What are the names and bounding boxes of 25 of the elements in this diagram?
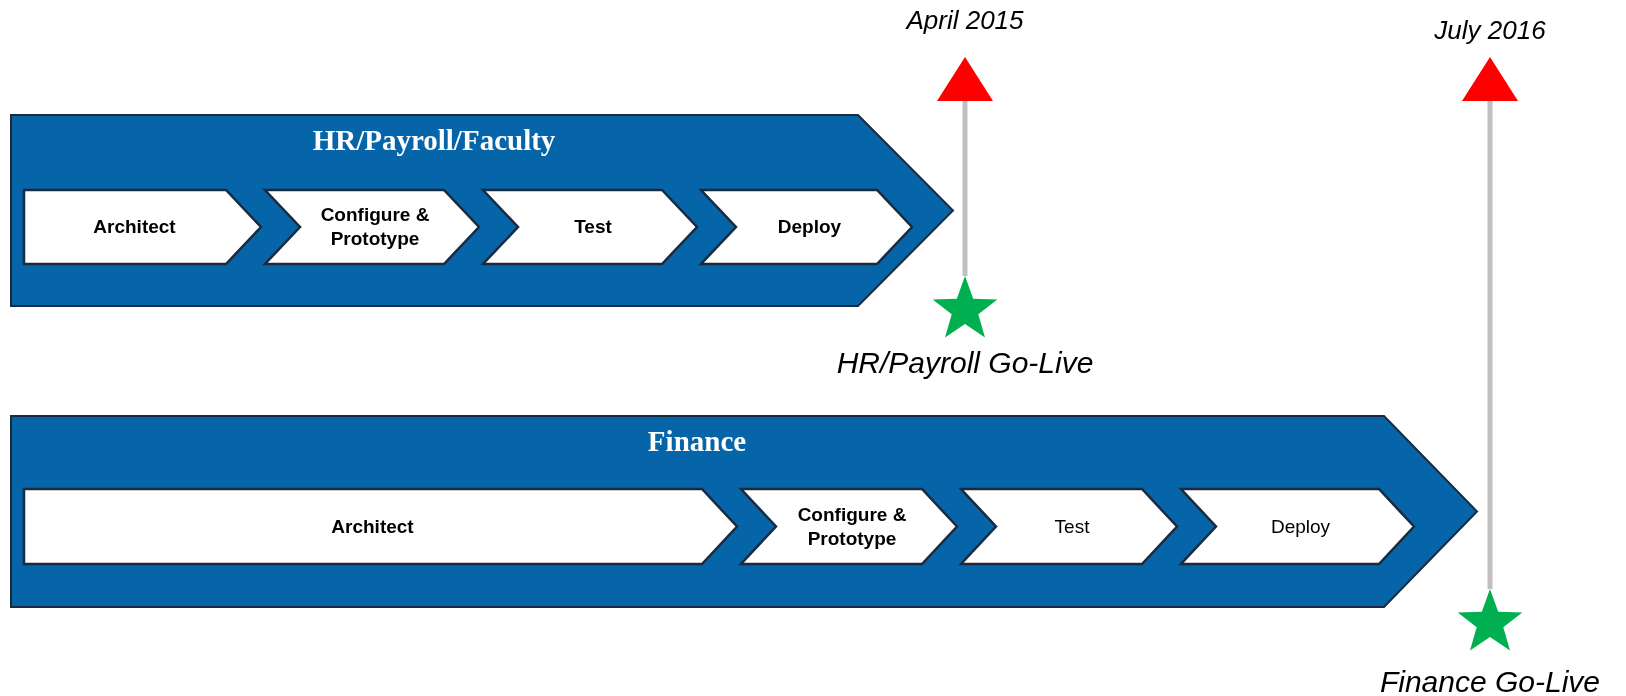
phase-label: Configure & Prototype: [319, 203, 431, 251]
process-step: [482, 189, 698, 265]
milestone-line: [1487, 101, 1493, 589]
process-step: [960, 488, 1178, 565]
phase-band: [10, 114, 954, 307]
process-step: [264, 189, 480, 265]
phase-band: [10, 415, 1478, 608]
band-title: Finance: [646, 424, 748, 459]
phase-label: Test: [573, 215, 613, 239]
phase-label: Test: [1053, 514, 1091, 539]
process-step: [1180, 488, 1415, 565]
process-step: [700, 189, 913, 265]
phase-label: Deploy: [776, 215, 843, 239]
date-label: July 2016: [1433, 14, 1547, 46]
phase-label: Architect: [92, 215, 177, 239]
milestone-label: HR/Payroll Go-Live: [835, 346, 1095, 380]
process-step: [740, 488, 958, 565]
milestone-label: Finance Go-Live: [1378, 665, 1602, 696]
phase-label: Configure & Prototype: [796, 502, 908, 551]
band-title: HR/Payroll/Faculty: [311, 123, 557, 158]
milestone-line: [962, 101, 968, 276]
process-step: [23, 189, 262, 265]
phase-label: Architect: [330, 514, 415, 539]
date-label: April 2015: [904, 4, 1025, 36]
phase-label: Deploy: [1269, 514, 1332, 539]
